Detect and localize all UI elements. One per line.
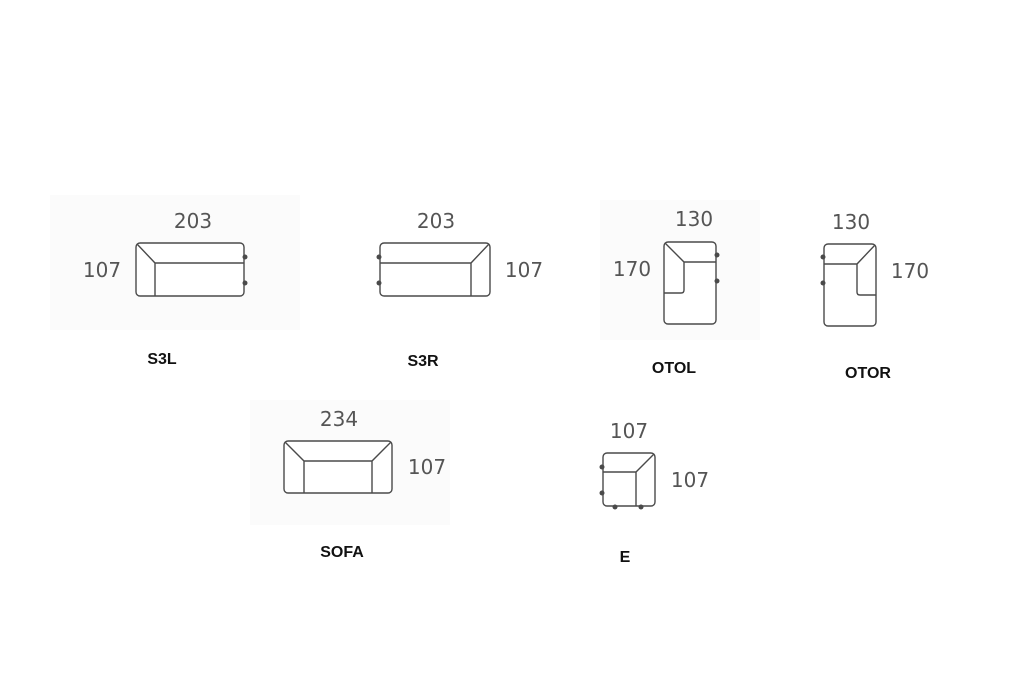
module-outline [135,242,245,297]
armrest-lines [380,243,490,296]
module-sofa: 234 107 SOFA [283,407,446,561]
armrest-lines [284,441,392,493]
module-e: 107 107 E [599,419,709,566]
connector [820,280,826,286]
module-name: S3R [407,353,439,370]
depth-label: 170 [613,257,651,281]
module-otor: 130 170 OTOR [820,210,929,382]
module-name: OTOL [652,360,696,377]
width-label: 130 [832,210,870,234]
connector [714,278,720,284]
module-name: S3L [147,351,177,368]
connector [612,504,618,510]
connector [820,254,826,260]
armrest-lines [824,244,876,296]
module-outline [283,440,393,494]
armrest-lines [603,453,655,506]
connector [638,504,644,510]
depth-label: 107 [671,468,709,492]
connector [242,280,248,286]
width-label: 130 [675,207,713,231]
depth-label: 107 [408,455,446,479]
connector [376,280,382,286]
width-label: 203 [174,209,212,233]
connector [599,490,605,496]
module-outline [379,242,491,297]
depth-label: 107 [83,258,121,282]
width-label: 107 [610,419,648,443]
depth-label: 170 [891,259,929,283]
connector [714,252,720,258]
module-s3l: 203 107 S3L [83,209,248,368]
module-name: SOFA [320,544,364,561]
width-label: 203 [417,209,455,233]
connector [599,464,605,470]
module-outline [823,243,877,327]
armrest-lines [664,242,716,294]
connector [376,254,382,260]
depth-label: 107 [505,258,543,282]
module-outline [663,241,717,325]
module-s3r: 203 107 S3R [376,209,543,370]
width-label: 234 [320,407,358,431]
module-otol: 130 170 OTOL [613,207,720,377]
module-name: OTOR [845,365,891,382]
armrest-lines [136,243,244,296]
connector [242,254,248,260]
module-name: E [620,549,631,566]
